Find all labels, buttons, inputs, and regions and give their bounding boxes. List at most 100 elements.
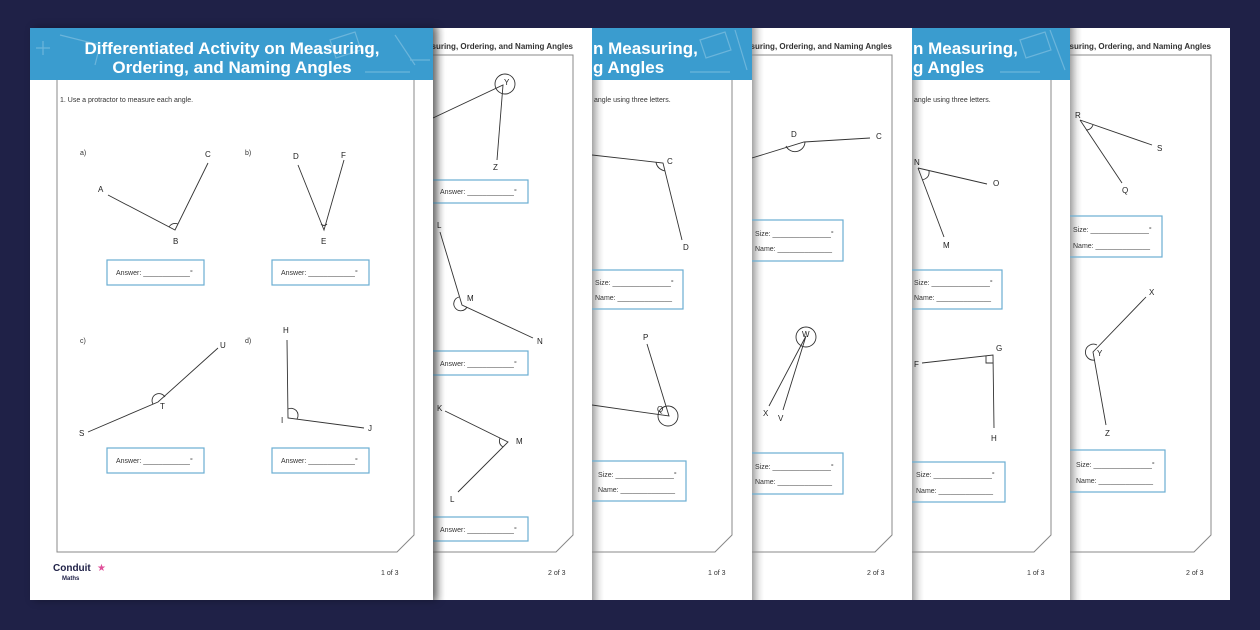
header-band bbox=[912, 28, 1070, 80]
size-field[interactable]: Size: _______________° bbox=[598, 471, 677, 479]
name-field[interactable]: Name: ______________ bbox=[1076, 478, 1153, 485]
brand-sub: Maths bbox=[62, 576, 80, 582]
page-4-drawing: asuring, Ordering, and Naming Angles D C… bbox=[752, 42, 893, 577]
angle-rsq: R S Q bbox=[1075, 111, 1162, 195]
answer-field[interactable]: Answer: ____________° bbox=[281, 457, 358, 465]
name-field[interactable]: Name: ______________ bbox=[914, 295, 991, 302]
point-label: O bbox=[993, 179, 999, 188]
size-name-box[interactable]: Size: _______________° Name: ___________… bbox=[752, 219, 844, 262]
angle-y: Y Z bbox=[433, 73, 516, 172]
page-2-drawing: asuring, Ordering, and Naming Angles Y Z… bbox=[433, 42, 574, 577]
point-label: X bbox=[1149, 288, 1155, 297]
part-label: c) bbox=[80, 338, 86, 345]
answer-box-b[interactable]: Answer: ____________° bbox=[271, 259, 370, 286]
size-name-box[interactable]: Size: _______________° Name: ___________… bbox=[912, 461, 1006, 503]
worksheet-page-2: asuring, Ordering, and Naming Angles Y Z… bbox=[433, 28, 592, 600]
title-fragment: n Measuring, bbox=[593, 39, 698, 58]
name-field[interactable]: Name: ______________ bbox=[595, 295, 672, 302]
worksheet-page-4: asuring, Ordering, and Naming Angles D C… bbox=[752, 28, 912, 600]
point-label: T bbox=[160, 402, 165, 411]
name-field[interactable]: Name: ______________ bbox=[755, 479, 832, 486]
angle-xwv: W X V bbox=[763, 326, 817, 423]
point-label: D bbox=[791, 130, 797, 139]
point-label: H bbox=[283, 326, 289, 335]
name-field[interactable]: Name: ______________ bbox=[916, 488, 993, 495]
star-icon: ★ bbox=[97, 563, 106, 574]
page-number: 2 of 3 bbox=[867, 570, 885, 577]
point-label: G bbox=[996, 344, 1002, 353]
point-label: H bbox=[991, 434, 997, 443]
angle-d: D C bbox=[752, 130, 882, 159]
part-label: a) bbox=[80, 150, 86, 157]
header-band bbox=[592, 28, 752, 80]
answer-field[interactable]: Answer: ____________° bbox=[116, 269, 193, 277]
page-1-drawing: Differentiated Activity on Measuring, Or… bbox=[30, 28, 433, 582]
point-label: Y bbox=[504, 78, 510, 87]
size-field[interactable]: Size: _______________° bbox=[914, 279, 993, 287]
page-header: asuring, Ordering, and Naming Angles bbox=[433, 42, 574, 51]
angle-lmn: L M N bbox=[437, 221, 543, 346]
point-label: E bbox=[321, 237, 326, 246]
size-field[interactable]: Size: _______________° bbox=[1073, 226, 1152, 234]
size-field[interactable]: Size: _______________° bbox=[1076, 461, 1155, 469]
point-label: I bbox=[281, 416, 283, 425]
answer-field[interactable]: Answer: ____________° bbox=[440, 188, 517, 196]
answer-field[interactable]: Answer: ____________° bbox=[440, 526, 517, 534]
point-label: N bbox=[914, 158, 920, 167]
size-name-box[interactable]: Size: _______________° Name: ___________… bbox=[592, 269, 684, 310]
size-field[interactable]: Size: _______________° bbox=[755, 463, 834, 471]
answer-box[interactable]: Answer: ____________° bbox=[433, 179, 529, 204]
angle-def: D E F bbox=[293, 151, 346, 246]
point-label: C bbox=[667, 157, 673, 166]
size-name-box[interactable]: Size: _______________° Name: ___________… bbox=[1070, 449, 1166, 493]
point-label: P bbox=[643, 333, 648, 342]
answer-box-d[interactable]: Answer: ____________° bbox=[271, 447, 370, 474]
part-label: d) bbox=[245, 338, 251, 345]
page-number: 1 of 3 bbox=[708, 570, 726, 577]
answer-box[interactable]: Answer: ____________° bbox=[433, 516, 529, 542]
size-field[interactable]: Size: _______________° bbox=[916, 471, 995, 479]
page-number: 1 of 3 bbox=[381, 570, 399, 577]
point-label: Y bbox=[1097, 349, 1103, 358]
name-field[interactable]: Name: ______________ bbox=[598, 487, 675, 494]
size-name-box[interactable]: Size: _______________° Name: ___________… bbox=[912, 269, 1003, 310]
worksheet-page-6: asuring, Ordering, and Naming Angles R S… bbox=[1070, 28, 1230, 600]
title-line: Ordering, and Naming Angles bbox=[112, 58, 351, 77]
content-border bbox=[912, 80, 1052, 553]
point-label: S bbox=[1157, 144, 1162, 153]
size-field[interactable]: Size: _______________° bbox=[755, 230, 834, 238]
title-fragment: g Angles bbox=[913, 58, 984, 77]
page-3-drawing: n Measuring, g Angles angle using three … bbox=[592, 28, 752, 577]
page-header: asuring, Ordering, and Naming Angles bbox=[1070, 42, 1212, 51]
content-border bbox=[752, 54, 893, 553]
size-name-box[interactable]: Size: _______________° Name: ___________… bbox=[1070, 215, 1163, 258]
point-label: F bbox=[341, 151, 346, 160]
content-border bbox=[592, 80, 733, 553]
name-field[interactable]: Name: ______________ bbox=[755, 246, 832, 253]
answer-field[interactable]: Answer: ____________° bbox=[116, 457, 193, 465]
size-name-box[interactable]: Size: _______________° Name: ___________… bbox=[592, 460, 687, 502]
page-shadow bbox=[433, 28, 445, 600]
name-field[interactable]: Name: ______________ bbox=[1073, 243, 1150, 250]
angle-hij: H I J bbox=[281, 326, 372, 433]
point-label: Z bbox=[1105, 429, 1110, 438]
point-label: D bbox=[683, 243, 689, 252]
answer-field[interactable]: Answer: ____________° bbox=[440, 360, 517, 368]
content-border bbox=[1070, 54, 1212, 553]
point-label: L bbox=[450, 495, 455, 504]
angle-xyz: X Y Z bbox=[1084, 288, 1155, 438]
title-line: Differentiated Activity on Measuring, bbox=[84, 39, 379, 58]
answer-field[interactable]: Answer: ____________° bbox=[281, 269, 358, 277]
point-label: C bbox=[205, 150, 211, 159]
size-name-box[interactable]: Size: _______________° Name: ___________… bbox=[752, 452, 844, 495]
point-label: C bbox=[876, 132, 882, 141]
point-label: M bbox=[943, 241, 950, 250]
content-border bbox=[433, 54, 574, 553]
size-field[interactable]: Size: _______________° bbox=[595, 279, 674, 287]
page-shadow bbox=[912, 28, 924, 600]
answer-box[interactable]: Answer: ____________° bbox=[433, 350, 529, 376]
answer-box-c[interactable]: Answer: ____________° bbox=[106, 447, 205, 474]
point-label: U bbox=[220, 341, 226, 350]
answer-box-a[interactable]: Answer: ____________° bbox=[106, 259, 205, 286]
page-header: asuring, Ordering, and Naming Angles bbox=[752, 42, 893, 51]
